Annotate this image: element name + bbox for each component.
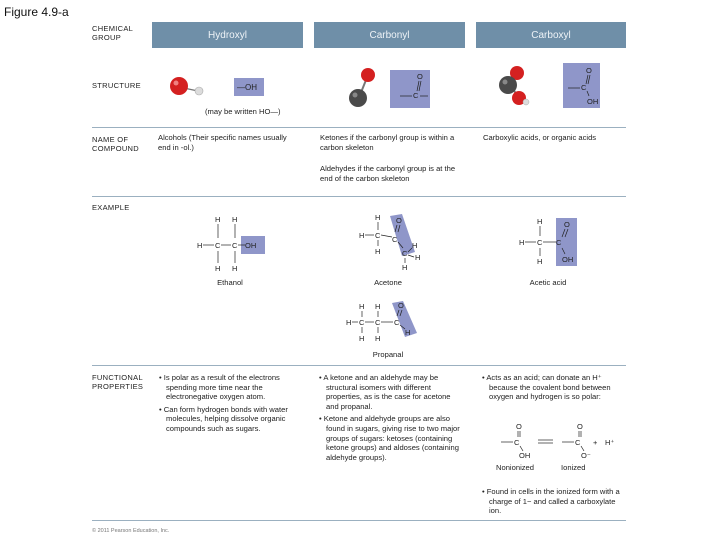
- carboxyl-compound-name: Carboxylic acids, or organic acids: [483, 133, 597, 142]
- carboxyl-properties: • Acts as an acid; can donate an H⁺ beca…: [481, 373, 621, 405]
- label-example: EXAMPLE: [92, 203, 130, 212]
- list-item: • Found in cells in the ionized form wit…: [482, 487, 620, 516]
- svg-text:C: C: [575, 438, 581, 447]
- carboxyl-properties-2: • Found in cells in the ionized form wit…: [481, 487, 621, 519]
- hydroxyl-properties: • Is polar as a result of the electrons …: [158, 373, 298, 437]
- svg-text:C: C: [514, 438, 520, 447]
- svg-text:OH: OH: [519, 451, 530, 460]
- svg-text:OH: OH: [562, 255, 573, 264]
- list-item: • Is polar as a result of the electrons …: [159, 373, 280, 402]
- svg-text:C: C: [232, 241, 238, 250]
- svg-text:C: C: [581, 83, 587, 92]
- list-item: • Can form hydrogen bonds with water mol…: [159, 404, 288, 433]
- acetone-label: Acetone: [374, 278, 402, 287]
- svg-text:H: H: [346, 318, 351, 327]
- svg-text:H: H: [537, 257, 542, 266]
- svg-text:H: H: [232, 264, 237, 273]
- divider: [92, 365, 626, 366]
- carbonyl-compound-name-2: Aldehydes if the carbonyl group is at th…: [320, 164, 456, 183]
- svg-text:H: H: [412, 241, 417, 250]
- svg-text:C: C: [402, 249, 408, 258]
- hydroxyl-structure-diagram: —OH: [170, 77, 264, 96]
- svg-text:OH: OH: [587, 97, 598, 106]
- hydroxyl-formula: —OH: [237, 83, 257, 92]
- carbonyl-compound-name: Ketones if the carbonyl group is within …: [320, 133, 455, 152]
- svg-text:C: C: [375, 318, 381, 327]
- svg-text:H: H: [402, 263, 407, 272]
- ethanol-structure-diagram: H H H C C OH H H: [197, 215, 265, 273]
- propanal-label: Propanal: [372, 350, 404, 359]
- svg-text:C: C: [556, 238, 562, 247]
- divider: [92, 127, 626, 128]
- acetic-acid-structure-diagram: H O H C C H OH: [519, 217, 577, 266]
- svg-text:C: C: [394, 318, 400, 327]
- svg-text:C: C: [413, 91, 419, 100]
- svg-text:H: H: [359, 231, 364, 240]
- ethanol-label: Ethanol: [217, 278, 243, 287]
- svg-text:H: H: [197, 241, 202, 250]
- svg-text:H: H: [215, 264, 220, 273]
- svg-text:+: +: [593, 438, 598, 447]
- header-hydroxyl: Hydroxyl: [152, 22, 303, 48]
- hydroxyl-compound-name: Alcohols (Their specific names usually e…: [158, 133, 287, 152]
- carbonyl-properties: • A ketone and an aldehyde may be struct…: [318, 373, 463, 465]
- svg-text:C: C: [537, 238, 543, 247]
- copyright: © 2011 Pearson Education, Inc.: [92, 528, 170, 534]
- svg-text:O: O: [577, 422, 583, 431]
- svg-text:O: O: [564, 220, 570, 229]
- label-functional-properties: FUNCTIONAL PROPERTIES: [92, 373, 144, 391]
- svg-text:H: H: [375, 334, 380, 343]
- svg-text:H: H: [375, 302, 380, 311]
- header-carbonyl: Carbonyl: [314, 22, 465, 48]
- list-item: • Ketone and aldehyde groups are also fo…: [319, 414, 460, 462]
- ionization-equation-diagram: O C OH O C O⁻ + H⁺: [501, 422, 614, 460]
- label-name-of-compound: NAME OF COMPOUND: [92, 135, 139, 153]
- svg-text:OH: OH: [245, 241, 256, 250]
- svg-text:H: H: [215, 215, 220, 224]
- svg-text:H: H: [415, 253, 420, 262]
- svg-text:C: C: [215, 241, 221, 250]
- header-carboxyl: Carboxyl: [476, 22, 626, 48]
- svg-text:O: O: [516, 422, 522, 431]
- svg-text:H: H: [537, 217, 542, 226]
- svg-text:H: H: [359, 302, 364, 311]
- list-item: • Acts as an acid; can donate an H⁺ beca…: [482, 373, 611, 402]
- svg-text:O: O: [417, 72, 423, 81]
- nonionized-label: Nonionized: [496, 463, 534, 472]
- svg-text:H: H: [359, 334, 364, 343]
- svg-text:O: O: [398, 301, 404, 310]
- svg-text:O⁻: O⁻: [581, 451, 591, 460]
- acetic-acid-label: Acetic acid: [529, 278, 567, 287]
- list-item: • A ketone and an aldehyde may be struct…: [319, 373, 451, 411]
- svg-text:C: C: [392, 235, 398, 244]
- svg-text:H: H: [405, 328, 410, 337]
- svg-text:H: H: [519, 238, 524, 247]
- hydroxyl-structure-note: (may be written HO—): [205, 107, 281, 116]
- svg-text:H: H: [375, 247, 380, 256]
- label-structure: STRUCTURE: [92, 81, 141, 90]
- svg-text:H: H: [232, 215, 237, 224]
- svg-text:O: O: [586, 66, 592, 75]
- carboxyl-structure-diagram: O C OH: [499, 63, 600, 108]
- svg-text:O: O: [396, 216, 402, 225]
- svg-text:C: C: [359, 318, 365, 327]
- svg-text:C: C: [375, 231, 381, 240]
- carbonyl-structure-diagram: O C: [349, 68, 430, 108]
- acetone-structure-diagram: H O H C C H C H H H: [359, 213, 420, 272]
- figure-title: Figure 4.9-a: [4, 5, 69, 19]
- svg-text:H⁺: H⁺: [605, 438, 614, 447]
- divider: [92, 520, 626, 521]
- divider: [92, 196, 626, 197]
- ionized-label: Ionized: [561, 463, 586, 472]
- svg-text:H: H: [375, 213, 380, 222]
- label-chemical-group: CHEMICAL GROUP: [92, 24, 133, 42]
